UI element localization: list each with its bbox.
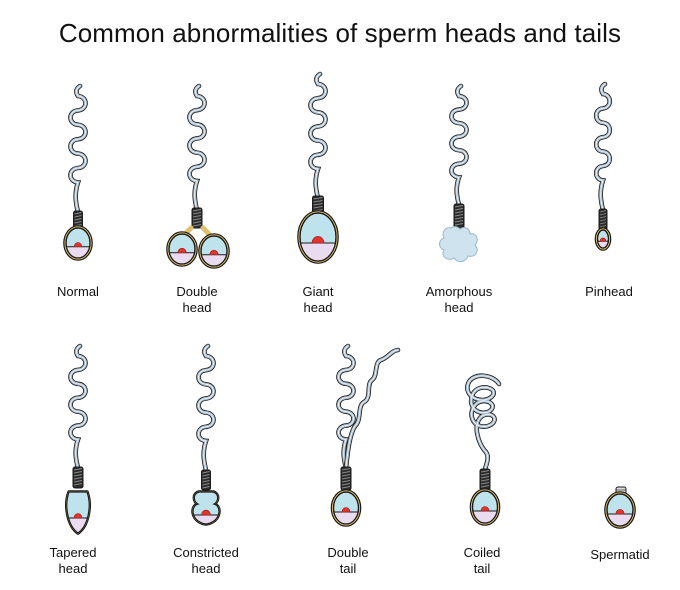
spermatid-cell (604, 486, 636, 529)
pinhead-sperm (593, 81, 613, 251)
label-line: Normal (57, 284, 99, 299)
normal-sperm (63, 83, 93, 261)
label-line: tail (473, 561, 491, 576)
constricted-head-sperm (191, 343, 221, 526)
label-line: Double (327, 545, 369, 560)
coiled-tail-sperm (465, 373, 502, 526)
giant-head-sperm (297, 71, 339, 264)
label-line: Amorphous (425, 284, 493, 299)
double-head-sperm (166, 83, 230, 269)
label-line: Pinhead (585, 284, 633, 299)
diagram-title: Common abnormalities of sperm heads and … (58, 18, 622, 48)
label-pinhead: Pinhead (544, 284, 674, 300)
amorphous-head-sperm (439, 83, 478, 263)
label-spermatid: Spermatid (555, 547, 680, 563)
label-line: Giant (302, 284, 334, 299)
label-line: head (191, 561, 221, 576)
tapered-head-sperm (65, 343, 91, 535)
label-line: head (58, 561, 88, 576)
label-line: head (444, 300, 474, 315)
label-line: head (182, 300, 212, 315)
label-normal: Normal (13, 284, 143, 300)
double-tail-sperm (330, 343, 401, 527)
label-line: Double (176, 284, 218, 299)
label-line: Tapered (49, 545, 97, 560)
label-line: Coiled (463, 545, 501, 560)
label-line: tail (339, 561, 357, 576)
label-line: head (303, 300, 333, 315)
label-line: Spermatid (590, 547, 650, 562)
label-line: Constricted (173, 545, 239, 560)
